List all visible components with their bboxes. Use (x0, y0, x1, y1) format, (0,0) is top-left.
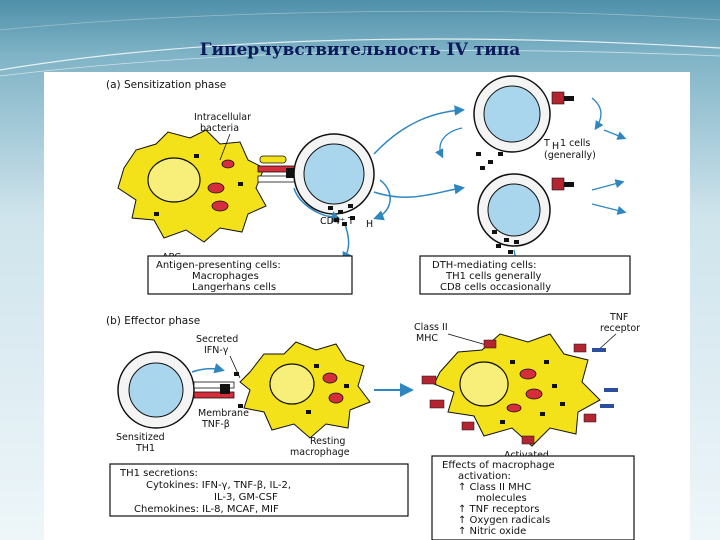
resting-label-2: macrophage (290, 447, 350, 458)
sensitized-label-2: TH1 (135, 443, 155, 454)
sensitized-label-1: Sensitized (116, 432, 165, 443)
sensitized-th1-cell (117, 351, 195, 429)
eff-box-right-line-3: ↑ Class II MHC (458, 482, 531, 493)
sens-box-left-line-1: Antigen-presenting cells: (156, 260, 281, 271)
effector-complex (193, 381, 235, 399)
secreted-label-2: IFN-γ (204, 345, 229, 356)
secreted-label-1: Secreted (196, 334, 238, 345)
eff-box-right-line-1: Effects of macrophage (442, 460, 555, 471)
dth-diagram: (a) Sensitization phase APC Intracellula… (106, 75, 640, 540)
eff-box-left-line-4: Chemokines: IL-8, MCAF, MIF (134, 504, 279, 515)
sens-box-left-line-3: Langerhans cells (192, 282, 276, 293)
intracellular-label-1: Intracellular (194, 112, 251, 123)
tnf-label-2: receptor (600, 323, 640, 334)
sensitization-box-right: DTH-mediating cells: TH1 cells generally… (419, 255, 631, 295)
membrane-label-1: Membrane (198, 408, 249, 419)
th1-cell-top (473, 75, 574, 153)
mhc-tcr-complex (257, 155, 299, 183)
eff-box-right-line-5: ↑ TNF receptors (458, 504, 539, 515)
activated-macrophage (421, 333, 618, 447)
th1-label-1: T (543, 138, 550, 149)
intracellular-label-2: bacteria (200, 123, 239, 134)
class2-label-1: Class II (414, 322, 448, 333)
slide-title: Гиперчувствительность IV типа (199, 40, 521, 60)
sens-box-right-line-1: DTH-mediating cells: (432, 260, 536, 271)
eff-box-right-line-7: ↑ Nitric oxide (458, 526, 526, 537)
title-swoosh-decoration (0, 10, 720, 77)
membrane-label-2: TNF-β (201, 419, 230, 430)
eff-box-left-line-2: Cytokines: IFN-γ, TNF-β, IL-2, (146, 480, 291, 491)
th1-label-sub: H (552, 141, 559, 152)
effector-phase-label: (b) Effector phase (106, 315, 200, 327)
cytokine-dots-a2 (476, 152, 503, 170)
cd4-t-cell (293, 133, 375, 215)
sens-box-left-line-2: Macrophages (192, 271, 259, 282)
class2-label-2: MHC (416, 333, 438, 344)
apc-cell (117, 129, 267, 243)
tnf-label-1: TNF (609, 312, 628, 323)
eff-box-left-line-1: TH1 secretions: (119, 468, 198, 479)
cd4-sub: H (366, 219, 373, 230)
dth-figure: (a) Sensitization phase APC Intracellula… (44, 72, 690, 540)
th1-label-3: (generally) (544, 150, 596, 161)
effector-box-left: TH1 secretions: Cytokines: IFN-γ, TNF-β,… (109, 463, 409, 517)
sensitization-box-left: Antigen-presenting cells: Macrophages La… (147, 255, 353, 295)
cytokine-dots-a1 (328, 204, 355, 226)
sens-box-right-line-3: CD8 cells occasionally (440, 282, 551, 293)
eff-box-right-line-6: ↑ Oxygen radicals (458, 515, 550, 526)
resting-label-1: Resting (310, 436, 345, 447)
eff-box-right-line-4: molecules (476, 493, 527, 504)
cytokine-dots-a3 (492, 230, 519, 254)
sensitization-phase-label: (a) Sensitization phase (106, 79, 226, 91)
sens-box-right-line-2: TH1 cells generally (445, 271, 542, 282)
th1-label-2: 1 cells (560, 138, 590, 149)
effector-box-right: Effects of macrophage activation: ↑ Clas… (431, 455, 635, 540)
eff-box-right-line-2: activation: (458, 471, 511, 482)
cd4-label: CD4⁺ T (320, 216, 354, 227)
resting-macrophage (239, 341, 371, 439)
eff-box-left-line-3: IL-3, GM-CSF (214, 492, 278, 503)
th1-cell-bottom (477, 173, 574, 247)
